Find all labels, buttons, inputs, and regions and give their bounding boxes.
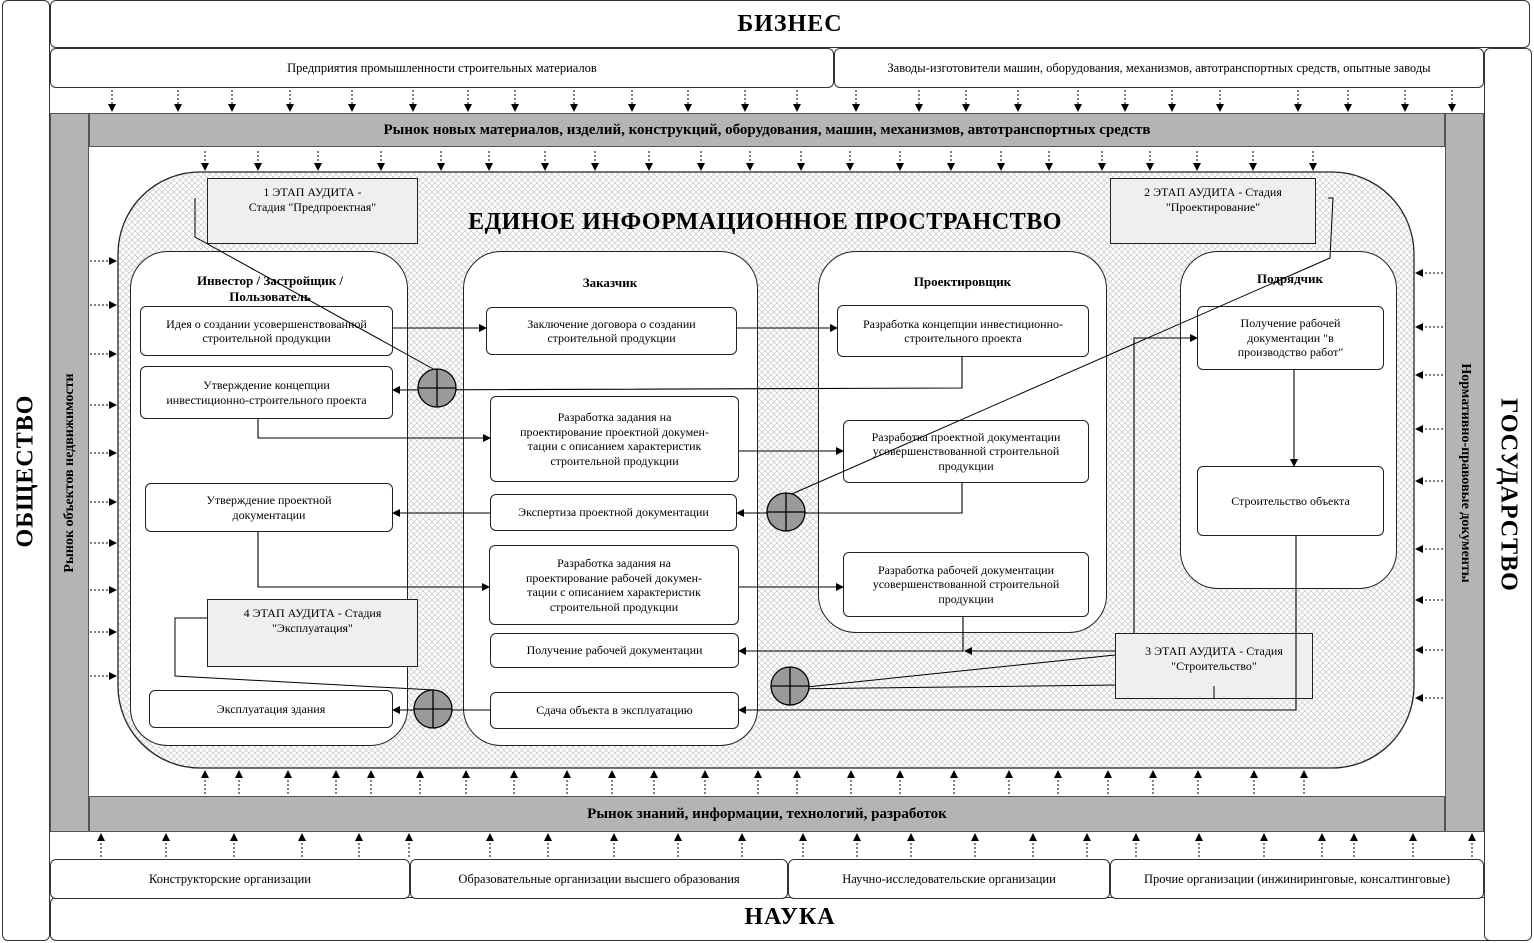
arrow-receive-contractor (1133, 334, 1198, 633)
info-space-title: ЕДИНОЕ ИНФОРМАЦИОННОЕ ПРОСТРАНСТВО (468, 209, 1062, 235)
market-real-estate: Рынок объектов недвижимости (50, 113, 89, 832)
box-handover: Сдача объекта в эксплуатацию (490, 692, 739, 729)
market-regulations: Нормативно-правовые документы (1445, 113, 1484, 832)
audit-line-4 (174, 617, 435, 691)
org-building-materials: Предприятия промышленности строительных … (50, 48, 834, 88)
box-receive-work: Получение рабочей документации (490, 633, 739, 668)
box-approve-docs: Утверждение проектной документации (145, 483, 393, 532)
box-task-design: Разработка задания на проектирование про… (490, 396, 739, 482)
org-design-bureaus: Конструкторские организации (50, 859, 410, 899)
box-contract: Заключение договора о создании строитель… (486, 307, 737, 355)
box-project-docs: Разработка проектной документации усовер… (843, 420, 1089, 483)
stage-4: 4 ЭТАП АУДИТА - Стадия "Эксплуатация" (207, 599, 418, 667)
arrow-approve-taskwork (257, 532, 490, 591)
arrow-workdocs-receive (738, 617, 964, 655)
stage-2: 2 ЭТАП АУДИТА - Стадия "Проектирование" (1110, 178, 1316, 244)
science-title: НАУКА (744, 904, 836, 930)
box-receive-production: Получение рабочей документации "в произв… (1197, 306, 1384, 370)
society-band: ОБЩЕСТВО (2, 0, 50, 941)
arrow-projectdocs-expertise (736, 483, 963, 517)
box-idea: Идея о создании усовершенствованной стро… (140, 306, 393, 356)
arrow-approve-task (257, 419, 491, 442)
box-approve-concept: Утверждение концепции инвестиционно-стро… (140, 366, 393, 419)
market-materials: Рынок новых материалов, изделий, констру… (89, 113, 1445, 147)
org-universities: Образовательные организации высшего обра… (410, 859, 788, 899)
box-expertise: Экспертиза проектной документации (490, 494, 737, 531)
audit-junction-2 (766, 492, 806, 532)
box-design-concept: Разработка концепции инвестиционно- стро… (837, 305, 1089, 357)
audit-line-3 (786, 654, 1116, 690)
business-title: БИЗНЕС (737, 11, 843, 37)
science-band: НАУКА (50, 897, 1530, 941)
box-task-work: Разработка задания на проектирование раб… (489, 545, 739, 625)
box-work-docs: Разработка рабочей документации усоверше… (843, 552, 1089, 617)
org-machine-plants: Заводы-изготовители машин, оборудования,… (834, 48, 1484, 88)
column-investor-title: Инвестор / Застройщик / Пользователь (196, 273, 344, 304)
org-other: Прочие организации (инжиниринговые, конс… (1110, 859, 1484, 899)
audit-junction-4 (413, 689, 453, 729)
audit-junction-3 (770, 666, 810, 706)
arrow-concept-approve (392, 357, 963, 394)
stage-1: 1 ЭТАП АУДИТА - Стадия "Предпроектная" (207, 178, 418, 244)
audit-line-2 (784, 197, 1334, 498)
column-designer-title: Проектировщик (913, 274, 1012, 289)
state-band: ГОСУДАРСТВО (1484, 48, 1532, 941)
audit-junction-1 (417, 368, 457, 408)
org-research-institutes: Научно-исследовательские организации (788, 859, 1110, 899)
business-band: БИЗНЕС (50, 0, 1530, 48)
column-customer-title: Заказчик (582, 275, 638, 290)
market-knowledge: Рынок знаний, информации, технологий, ра… (89, 796, 1445, 832)
arrow-build-handover (738, 536, 1297, 714)
audit-line-1 (194, 198, 436, 371)
